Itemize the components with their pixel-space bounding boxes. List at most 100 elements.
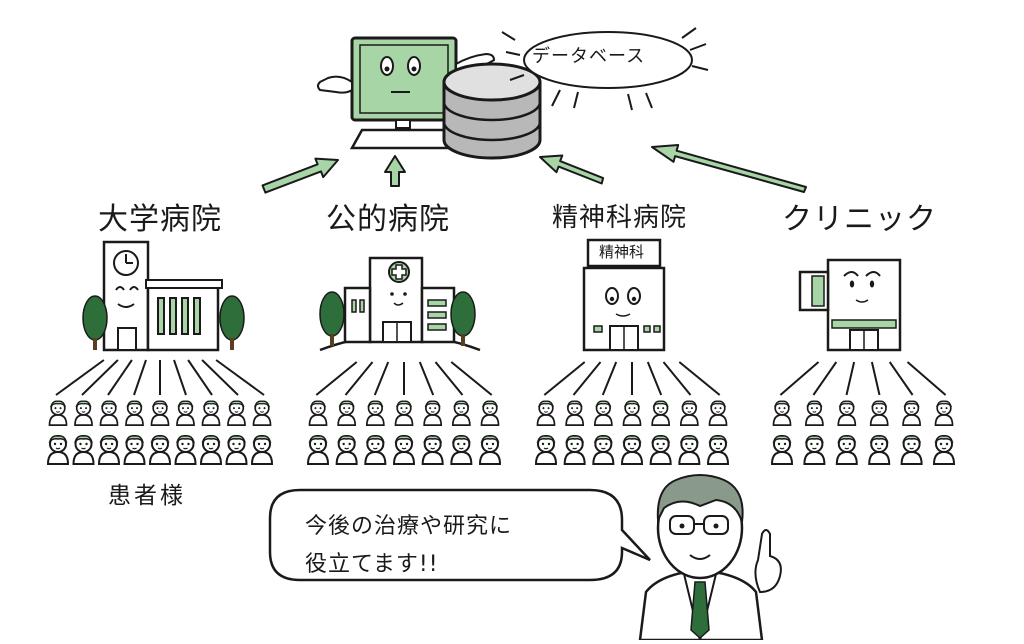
link-line [418, 361, 435, 396]
patient-icon [707, 434, 729, 465]
link-line [812, 361, 838, 396]
link-line [373, 361, 390, 396]
link-line [55, 359, 105, 396]
psychiatric-sign-text: 精神科 [599, 243, 645, 261]
link-line [646, 361, 663, 396]
link-line [201, 359, 239, 396]
link-line [434, 361, 464, 396]
university-hospital-building [82, 240, 245, 352]
link-line [888, 361, 914, 396]
database-cylinder-icon [442, 62, 542, 160]
patient-icon [150, 400, 170, 426]
link-line [543, 361, 586, 396]
arrow-clinic [651, 144, 807, 193]
link-line [845, 361, 856, 396]
public-hospital-label: 公的病院 [326, 202, 450, 237]
patient-icon [176, 400, 195, 426]
patient-icon [225, 434, 248, 465]
patient-icon [649, 434, 672, 465]
patient-icon [565, 400, 585, 426]
patient-icon [365, 400, 385, 426]
link-line [870, 361, 881, 396]
link-line [173, 359, 187, 396]
patient-icon [251, 434, 273, 465]
patient-icon [837, 400, 857, 426]
patient-icon [423, 400, 443, 426]
patient-icon [252, 400, 272, 426]
patient-icon [868, 434, 891, 465]
link-line [81, 359, 119, 396]
link-line [601, 361, 618, 396]
patient-icon [772, 400, 792, 426]
link-line [572, 361, 602, 396]
link-line [662, 361, 692, 396]
patient-icon [74, 400, 93, 426]
computer-monitor-icon [317, 36, 496, 150]
patient-icon [48, 400, 68, 426]
patient-icon [480, 400, 500, 426]
patient-icon [308, 400, 328, 426]
patient-icon [337, 400, 357, 426]
patient-icon [393, 434, 415, 465]
patient-icon [621, 434, 643, 465]
patient-groups [47, 400, 955, 465]
arrow-university [261, 157, 339, 194]
link-line [344, 361, 374, 396]
patient-icon [536, 400, 556, 426]
arrow-public [384, 155, 406, 187]
link-line [187, 359, 213, 396]
patient-icon [450, 434, 473, 465]
patient-group-clinic [771, 400, 955, 465]
patient-icon [307, 434, 329, 465]
patient-icon [934, 400, 954, 426]
patient-icon [394, 400, 414, 426]
patient-icon [72, 434, 95, 465]
patient-icon [805, 400, 824, 426]
link-line [779, 361, 820, 396]
patient-icon [421, 434, 444, 465]
link-line [315, 361, 358, 396]
patient-icon [592, 434, 615, 465]
patient-icon [98, 434, 120, 465]
patient-icon [593, 400, 613, 426]
public-hospital-building [319, 256, 481, 352]
patient-icon [479, 434, 501, 465]
patient-icon [902, 400, 921, 426]
link-line [215, 359, 265, 396]
patient-icon [227, 400, 246, 426]
speech-bubble [268, 488, 651, 582]
clinic-label: クリニック [782, 202, 937, 237]
patient-icon [535, 434, 557, 465]
patient-icon [335, 434, 358, 465]
database-label: データベース [532, 46, 646, 67]
patient-group-university [47, 400, 273, 465]
patient-icon [869, 400, 889, 426]
speech-line-2: 役立てます!! [305, 552, 439, 577]
patient-icon [803, 434, 826, 465]
patient-link-lines [55, 359, 947, 396]
patient-icon [125, 400, 144, 426]
patients-label: 患者様 [108, 483, 186, 509]
psychiatric-hospital-building [582, 238, 666, 352]
patient-icon [99, 400, 119, 426]
university-hospital-label: 大学病院 [98, 202, 222, 237]
patient-icon [679, 400, 699, 426]
patient-icon [174, 434, 197, 465]
patient-group-public [307, 400, 501, 465]
patient-icon [149, 434, 171, 465]
arrow-psychiatric [539, 154, 605, 185]
patient-icon [451, 400, 471, 426]
patient-icon [622, 400, 642, 426]
patient-icon [708, 400, 728, 426]
patient-icon [364, 434, 387, 465]
patient-icon [201, 400, 221, 426]
database-bubble [501, 27, 709, 111]
patient-icon [200, 434, 222, 465]
speech-line-1: 今後の治療や研究に [305, 514, 513, 539]
doctor-character [638, 474, 782, 642]
link-line [678, 361, 721, 396]
psychiatric-hospital-label: 精神科病院 [552, 203, 688, 233]
patient-icon [678, 434, 701, 465]
